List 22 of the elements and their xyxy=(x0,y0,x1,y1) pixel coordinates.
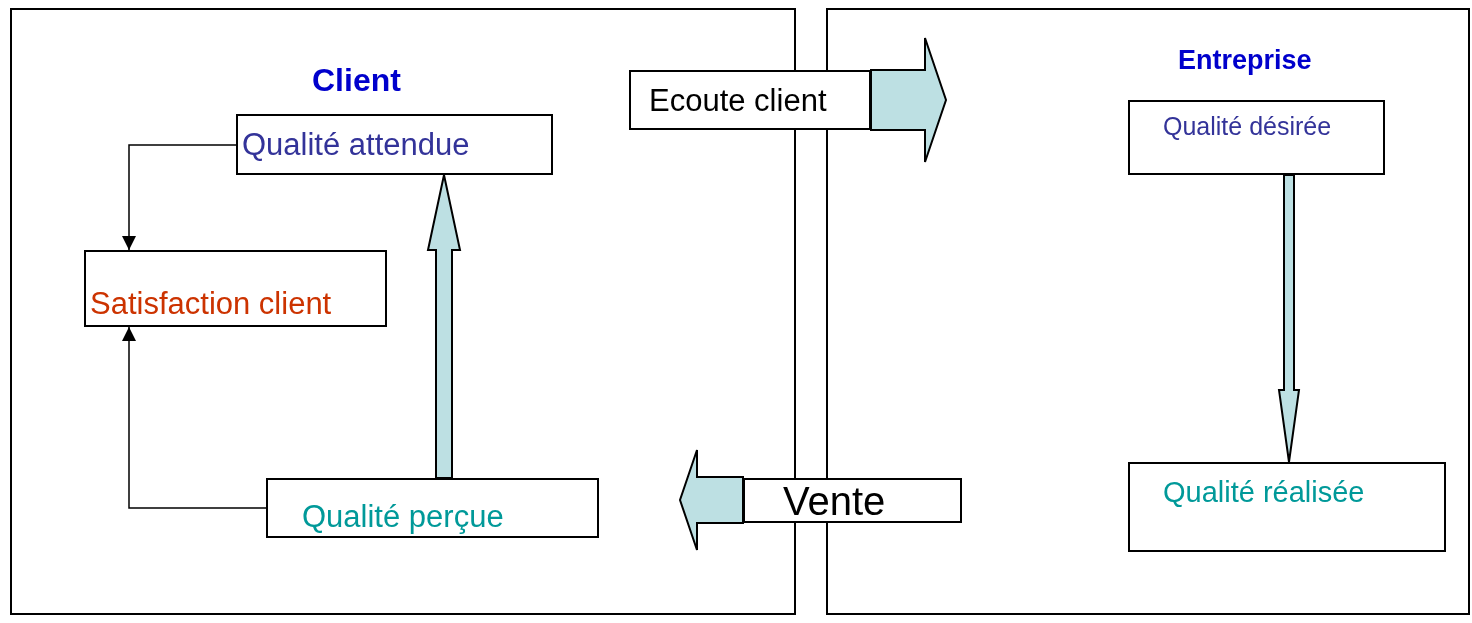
text-box xyxy=(84,250,387,327)
panel-title: Client xyxy=(312,61,401,100)
text-box xyxy=(743,478,962,523)
block-arrow xyxy=(870,37,947,163)
box-label: Qualité attendue xyxy=(242,129,470,160)
box-label: Ecoute client xyxy=(649,84,827,116)
block-arrow xyxy=(679,449,744,551)
text-box xyxy=(1128,100,1385,175)
arrow xyxy=(122,326,267,509)
text-box xyxy=(266,478,599,538)
text-box xyxy=(629,70,871,130)
text-box xyxy=(236,114,553,175)
box-label: Qualité perçue xyxy=(302,501,504,532)
box-label: Qualité réalisée xyxy=(1163,478,1365,507)
box-label: Vente xyxy=(783,480,886,521)
block-arrow xyxy=(426,174,462,479)
box-label: Satisfaction client xyxy=(90,288,332,319)
panel-title: Entreprise xyxy=(1178,44,1312,77)
box-label: Qualité désirée xyxy=(1163,114,1332,139)
arrow xyxy=(122,144,237,251)
block-arrow xyxy=(1277,174,1301,463)
text-box xyxy=(1128,462,1446,552)
